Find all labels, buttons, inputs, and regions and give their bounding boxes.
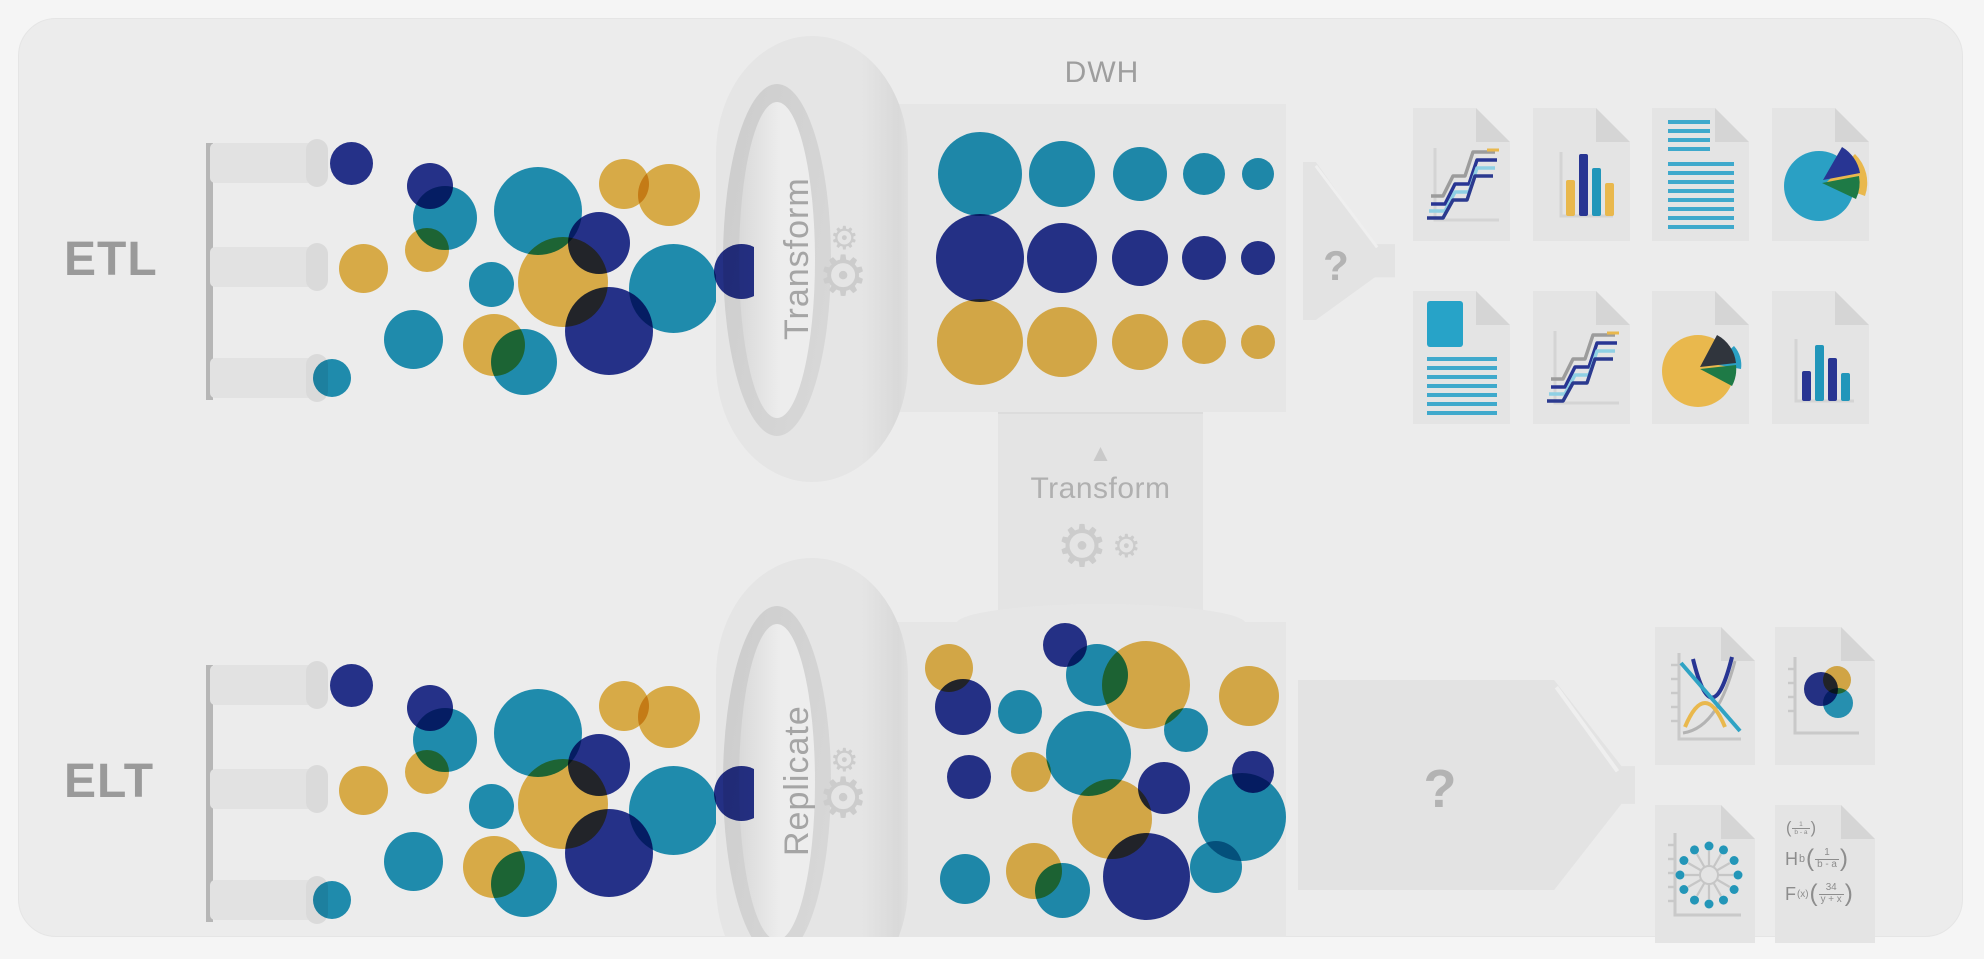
data-bubble (383, 831, 443, 891)
data-bubble (338, 765, 388, 815)
gear-icon: ⚙ (1112, 528, 1141, 564)
etl-label: ETL (64, 233, 158, 286)
data-bubble (407, 163, 453, 209)
report-doc-line-chart (1413, 108, 1510, 241)
image-report-icon (1427, 301, 1497, 415)
transform-connector: ▲ Transform ⚙ ⚙ (998, 412, 1203, 624)
data-bubble (383, 309, 443, 369)
report-doc-pie-teal (1772, 108, 1869, 241)
pipe-cap (306, 139, 328, 187)
dwh-container (876, 104, 1286, 412)
report-doc-bar-chart (1533, 108, 1630, 241)
arrow-up-icon: ▲ (1088, 440, 1113, 467)
source-pipe (210, 143, 314, 183)
data-bubble (491, 329, 557, 395)
funnel-bottom-label: Replicate (778, 705, 816, 857)
data-bubble (599, 159, 649, 209)
connector-title: Transform (1030, 472, 1171, 505)
gear-icon: ⚙ (818, 244, 869, 307)
venn-diagram-icon (1788, 657, 1859, 735)
question-mark-top: ? (1323, 242, 1349, 289)
funnel-top-label: Transform (778, 177, 816, 341)
source-pipe (210, 247, 314, 287)
data-bubble (565, 809, 653, 897)
data-bubble (491, 851, 557, 917)
gear-icon: ⚙ (830, 742, 859, 778)
report-doc-text (1652, 108, 1749, 241)
data-bubble (518, 759, 608, 849)
data-bubble (468, 261, 514, 307)
transform-funnel: Transform ⚙ ⚙ (716, 36, 908, 482)
source-bracket-top (206, 143, 213, 400)
source-bracket-bottom (206, 665, 213, 922)
text-report-icon (1668, 120, 1734, 229)
data-bubble (494, 689, 582, 777)
data-bubble (413, 186, 477, 250)
data-bubble (638, 164, 700, 226)
data-bubble (518, 237, 608, 327)
gear-icon: ⚙ (818, 766, 869, 829)
data-bubble (568, 734, 630, 796)
curves-chart-icon (1671, 653, 1742, 741)
data-bubble (638, 686, 700, 748)
pipe-cap (306, 765, 328, 813)
pie-chart-icon (1662, 335, 1742, 407)
data-bubble (338, 243, 388, 293)
data-bubble (463, 836, 525, 898)
source-pipe (210, 665, 314, 705)
data-bubble (405, 228, 449, 272)
report-doc-line-chart (1533, 291, 1630, 424)
elt-container (876, 622, 1286, 937)
data-bubble (628, 765, 718, 855)
radial-network-icon (1668, 833, 1743, 917)
pipe-cap (306, 661, 328, 709)
bar-chart-icon (1559, 152, 1614, 218)
pie-chart-icon (1784, 147, 1868, 221)
data-bubble (463, 314, 525, 376)
data-bubble (413, 708, 477, 772)
data-bubble (494, 167, 582, 255)
data-bubble (329, 141, 373, 185)
pipe-cap (306, 354, 328, 402)
question-mark-bottom: ? (1423, 759, 1457, 819)
bar-chart-icon (1794, 339, 1854, 403)
data-bubble (565, 287, 653, 375)
source-pipe (210, 358, 314, 398)
report-doc-bar-chart (1772, 291, 1869, 424)
replicate-funnel: Replicate ⚙ ⚙ (716, 558, 908, 937)
source-pipe (210, 769, 314, 809)
dwh-label: DWH (1064, 56, 1140, 89)
line-chart-icon (1547, 331, 1619, 405)
data-bubble (405, 750, 449, 794)
report-doc-pie-yellow (1652, 291, 1749, 424)
gear-icon: ⚙ (830, 220, 859, 256)
data-bubble (599, 681, 649, 731)
data-bubble (628, 243, 718, 333)
pipe-cap (306, 876, 328, 924)
elt-label: ELT (64, 755, 155, 808)
report-doc-venn (1775, 627, 1875, 765)
gear-icon: ⚙ (1056, 514, 1108, 579)
report-doc-image (1413, 291, 1510, 424)
source-pipe (210, 880, 314, 920)
line-chart-icon (1427, 148, 1499, 222)
data-bubble (568, 212, 630, 274)
report-doc-radial (1655, 805, 1755, 943)
pipe-cap (306, 243, 328, 291)
report-doc-curves (1655, 627, 1755, 765)
data-bubble (468, 783, 514, 829)
data-bubble (407, 685, 453, 731)
data-bubble (329, 663, 373, 707)
